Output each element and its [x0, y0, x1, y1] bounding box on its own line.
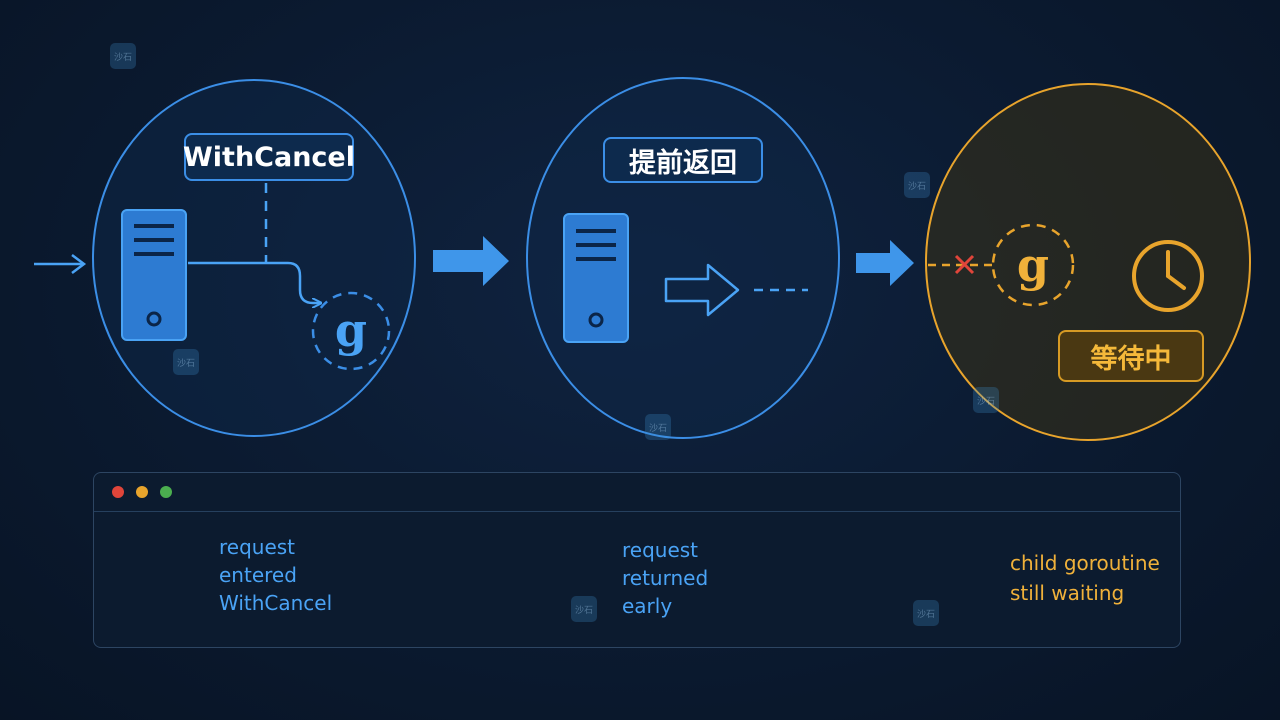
stage3-goroutine-glyph: g — [1017, 238, 1049, 292]
window-maximize-dot[interactable] — [160, 486, 172, 498]
cancel-x-icon — [954, 254, 975, 275]
stage2-server-icon — [563, 213, 629, 343]
timeline-panel — [93, 472, 1181, 648]
stage1-goroutine-glyph: g — [335, 303, 367, 357]
watermark-logo: 沙石 — [645, 414, 671, 440]
stage2-return-arrow-icon — [664, 263, 740, 317]
stage3-circle — [925, 83, 1251, 441]
stage3-label-box: 等待中 — [1058, 330, 1204, 382]
clock-icon — [1132, 240, 1204, 312]
step3-line2: still waiting — [1010, 581, 1125, 605]
watermark-logo: 沙石 — [110, 43, 136, 69]
timeline-step3-text: child goroutine still waiting — [1010, 548, 1160, 608]
watermark-logo: 沙石 — [973, 387, 999, 413]
step1-line3: WithCancel — [219, 591, 333, 615]
window-minimize-dot[interactable] — [136, 486, 148, 498]
stage1-label: WithCancel — [183, 141, 355, 173]
panel-title-bar — [94, 473, 1180, 512]
watermark-logo: 沙石 — [913, 600, 939, 626]
step1-line2: entered — [219, 563, 297, 587]
stage2-label-box: 提前返回 — [603, 137, 763, 183]
stage1-goroutine-icon — [311, 291, 391, 371]
timeline-step1-text: request entered WithCancel — [219, 533, 332, 617]
step3-line1: child goroutine — [1010, 551, 1160, 575]
stage2-label: 提前返回 — [629, 147, 737, 179]
stage-arrow-2 — [856, 240, 914, 286]
watermark-logo: 沙石 — [173, 349, 199, 375]
window-close-dot[interactable] — [112, 486, 124, 498]
step1-line1: request — [219, 535, 296, 559]
stage-arrow-1 — [433, 236, 509, 286]
stage1-server-icon — [121, 209, 187, 341]
entry-arrow — [34, 254, 87, 274]
watermark-logo: 沙石 — [904, 172, 930, 198]
watermark-logo: 沙石 — [571, 596, 597, 622]
timeline-step2-text: request returned early — [622, 536, 708, 620]
step2-line1: request — [622, 538, 699, 562]
stage1-flow-arrow — [188, 261, 320, 303]
stage3-label: 等待中 — [1090, 343, 1172, 375]
step2-line3: early — [622, 594, 673, 618]
step2-line2: returned — [622, 566, 709, 590]
stage3-goroutine-icon — [991, 223, 1075, 307]
stage1-label-box: WithCancel — [183, 133, 355, 181]
